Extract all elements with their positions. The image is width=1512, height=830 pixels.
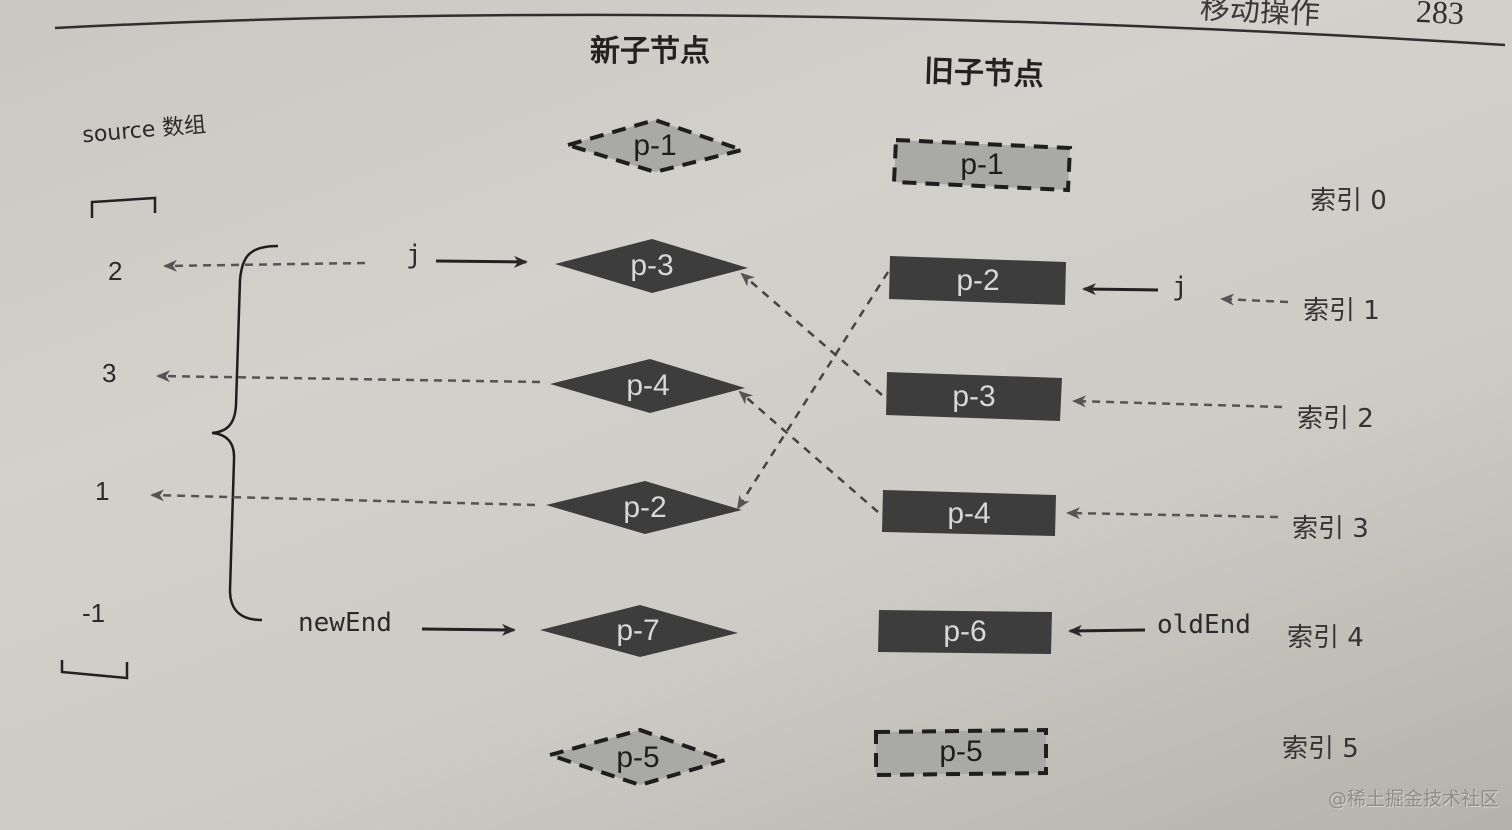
- old-node-p5: [874, 727, 1048, 778]
- new-node-label: p-1: [633, 129, 677, 162]
- new-node-p5: [543, 727, 732, 788]
- new-node-p7: [540, 605, 738, 657]
- source-value: 3: [102, 358, 117, 388]
- mapping-arrow-p2: [736, 271, 890, 510]
- old-children-title: 旧子节点: [923, 53, 1045, 94]
- dashed-arrow-to-source-1: [150, 489, 536, 507]
- old-node-p3: [886, 372, 1062, 421]
- index-label: 索引 5: [1282, 734, 1359, 764]
- index-label: 索引 0: [1310, 186, 1387, 216]
- index-label: 索引 2: [1297, 404, 1374, 434]
- new-node-label: p-7: [616, 614, 660, 647]
- source-value: -1: [82, 598, 106, 628]
- new-node-label: p-4: [626, 369, 670, 402]
- j-arrow-new: [435, 255, 528, 268]
- dashed-arrow-index2: [1072, 395, 1283, 409]
- pointer-j-old: j: [1172, 272, 1188, 302]
- new-node-p1: [561, 117, 749, 175]
- old-node-label: p-6: [943, 615, 987, 648]
- mapping-arrow-p4: [738, 390, 879, 513]
- old-node-p4: [882, 490, 1056, 536]
- source-value: 2: [108, 256, 123, 286]
- header-rule: [54, 13, 1506, 47]
- page-number: 283: [1415, 0, 1465, 32]
- source-value: 1: [95, 476, 110, 506]
- new-node-p2: [546, 481, 742, 534]
- j-arrow-old: [1082, 283, 1159, 296]
- index-label: 索引 3: [1292, 514, 1369, 544]
- oldend-arrow: [1068, 624, 1146, 637]
- old-node-label: p-4: [947, 497, 991, 530]
- watermark: @稀土掘金技术社区: [1328, 788, 1500, 810]
- array-close-bracket: [60, 660, 129, 680]
- pointer-oldend: oldEnd: [1157, 610, 1251, 640]
- new-node-label: p-5: [616, 741, 660, 774]
- old-node-p2: [889, 256, 1066, 305]
- old-node-label: p-3: [952, 380, 996, 413]
- old-node-label: p-2: [956, 264, 1000, 297]
- dashed-arrow-index3: [1066, 507, 1279, 520]
- pointer-j-new: j: [406, 240, 422, 270]
- new-node-p3: [555, 239, 748, 293]
- index-label: 索引 1: [1303, 296, 1380, 326]
- new-node-p4: [550, 359, 745, 413]
- new-node-label: p-2: [623, 491, 667, 524]
- dashed-arrow-index1: [1220, 293, 1289, 306]
- mapping-arrow-p3: [740, 272, 883, 396]
- new-children-title: 新子节点: [590, 34, 710, 69]
- index-label: 索引 4: [1287, 623, 1364, 653]
- old-node-p6: [878, 610, 1052, 654]
- dashed-arrow-to-source-3: [156, 370, 541, 384]
- array-open-bracket: [90, 196, 157, 218]
- dashed-arrow-to-source-2: [163, 259, 366, 272]
- pointer-newend: newEnd: [298, 608, 392, 638]
- old-node-p1: [891, 137, 1073, 193]
- curly-brace: [211, 244, 279, 622]
- new-node-label: p-3: [630, 249, 674, 282]
- old-node-label: p-1: [960, 148, 1004, 181]
- newend-arrow: [421, 623, 516, 636]
- old-node-label: p-5: [939, 735, 983, 768]
